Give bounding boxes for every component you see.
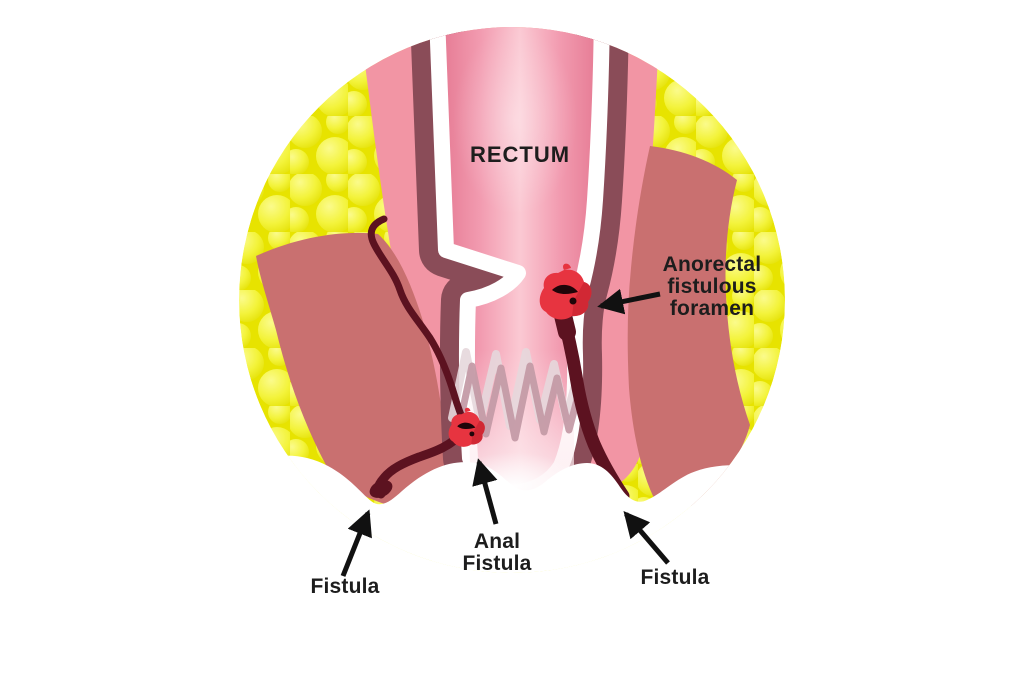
dentate-line-front: [454, 362, 590, 442]
arrow-fistula-right: [623, 511, 670, 565]
annotation-arrows: [340, 288, 670, 577]
label-fistula-right: Fistula: [640, 566, 710, 589]
label-anorectal-fistulous-foramen: Anorectal fistulous foramen: [662, 253, 762, 320]
arrow-anal-fistula: [472, 458, 499, 525]
muscle-right: [627, 146, 750, 508]
label-rectum: RECTUM: [469, 142, 571, 167]
fistula-external-opening-left: [369, 480, 393, 498]
label-anal-fistula: Anal Fistula: [462, 530, 532, 575]
fistula-tract-right: [554, 301, 630, 503]
fistula-tract-left-upper: [367, 215, 470, 431]
arrow-anorectal-foramen: [597, 288, 661, 315]
arrow-fistula-left: [340, 509, 372, 577]
label-fistula-left: Fistula: [310, 575, 380, 598]
lumen-highlight: [453, 27, 577, 215]
